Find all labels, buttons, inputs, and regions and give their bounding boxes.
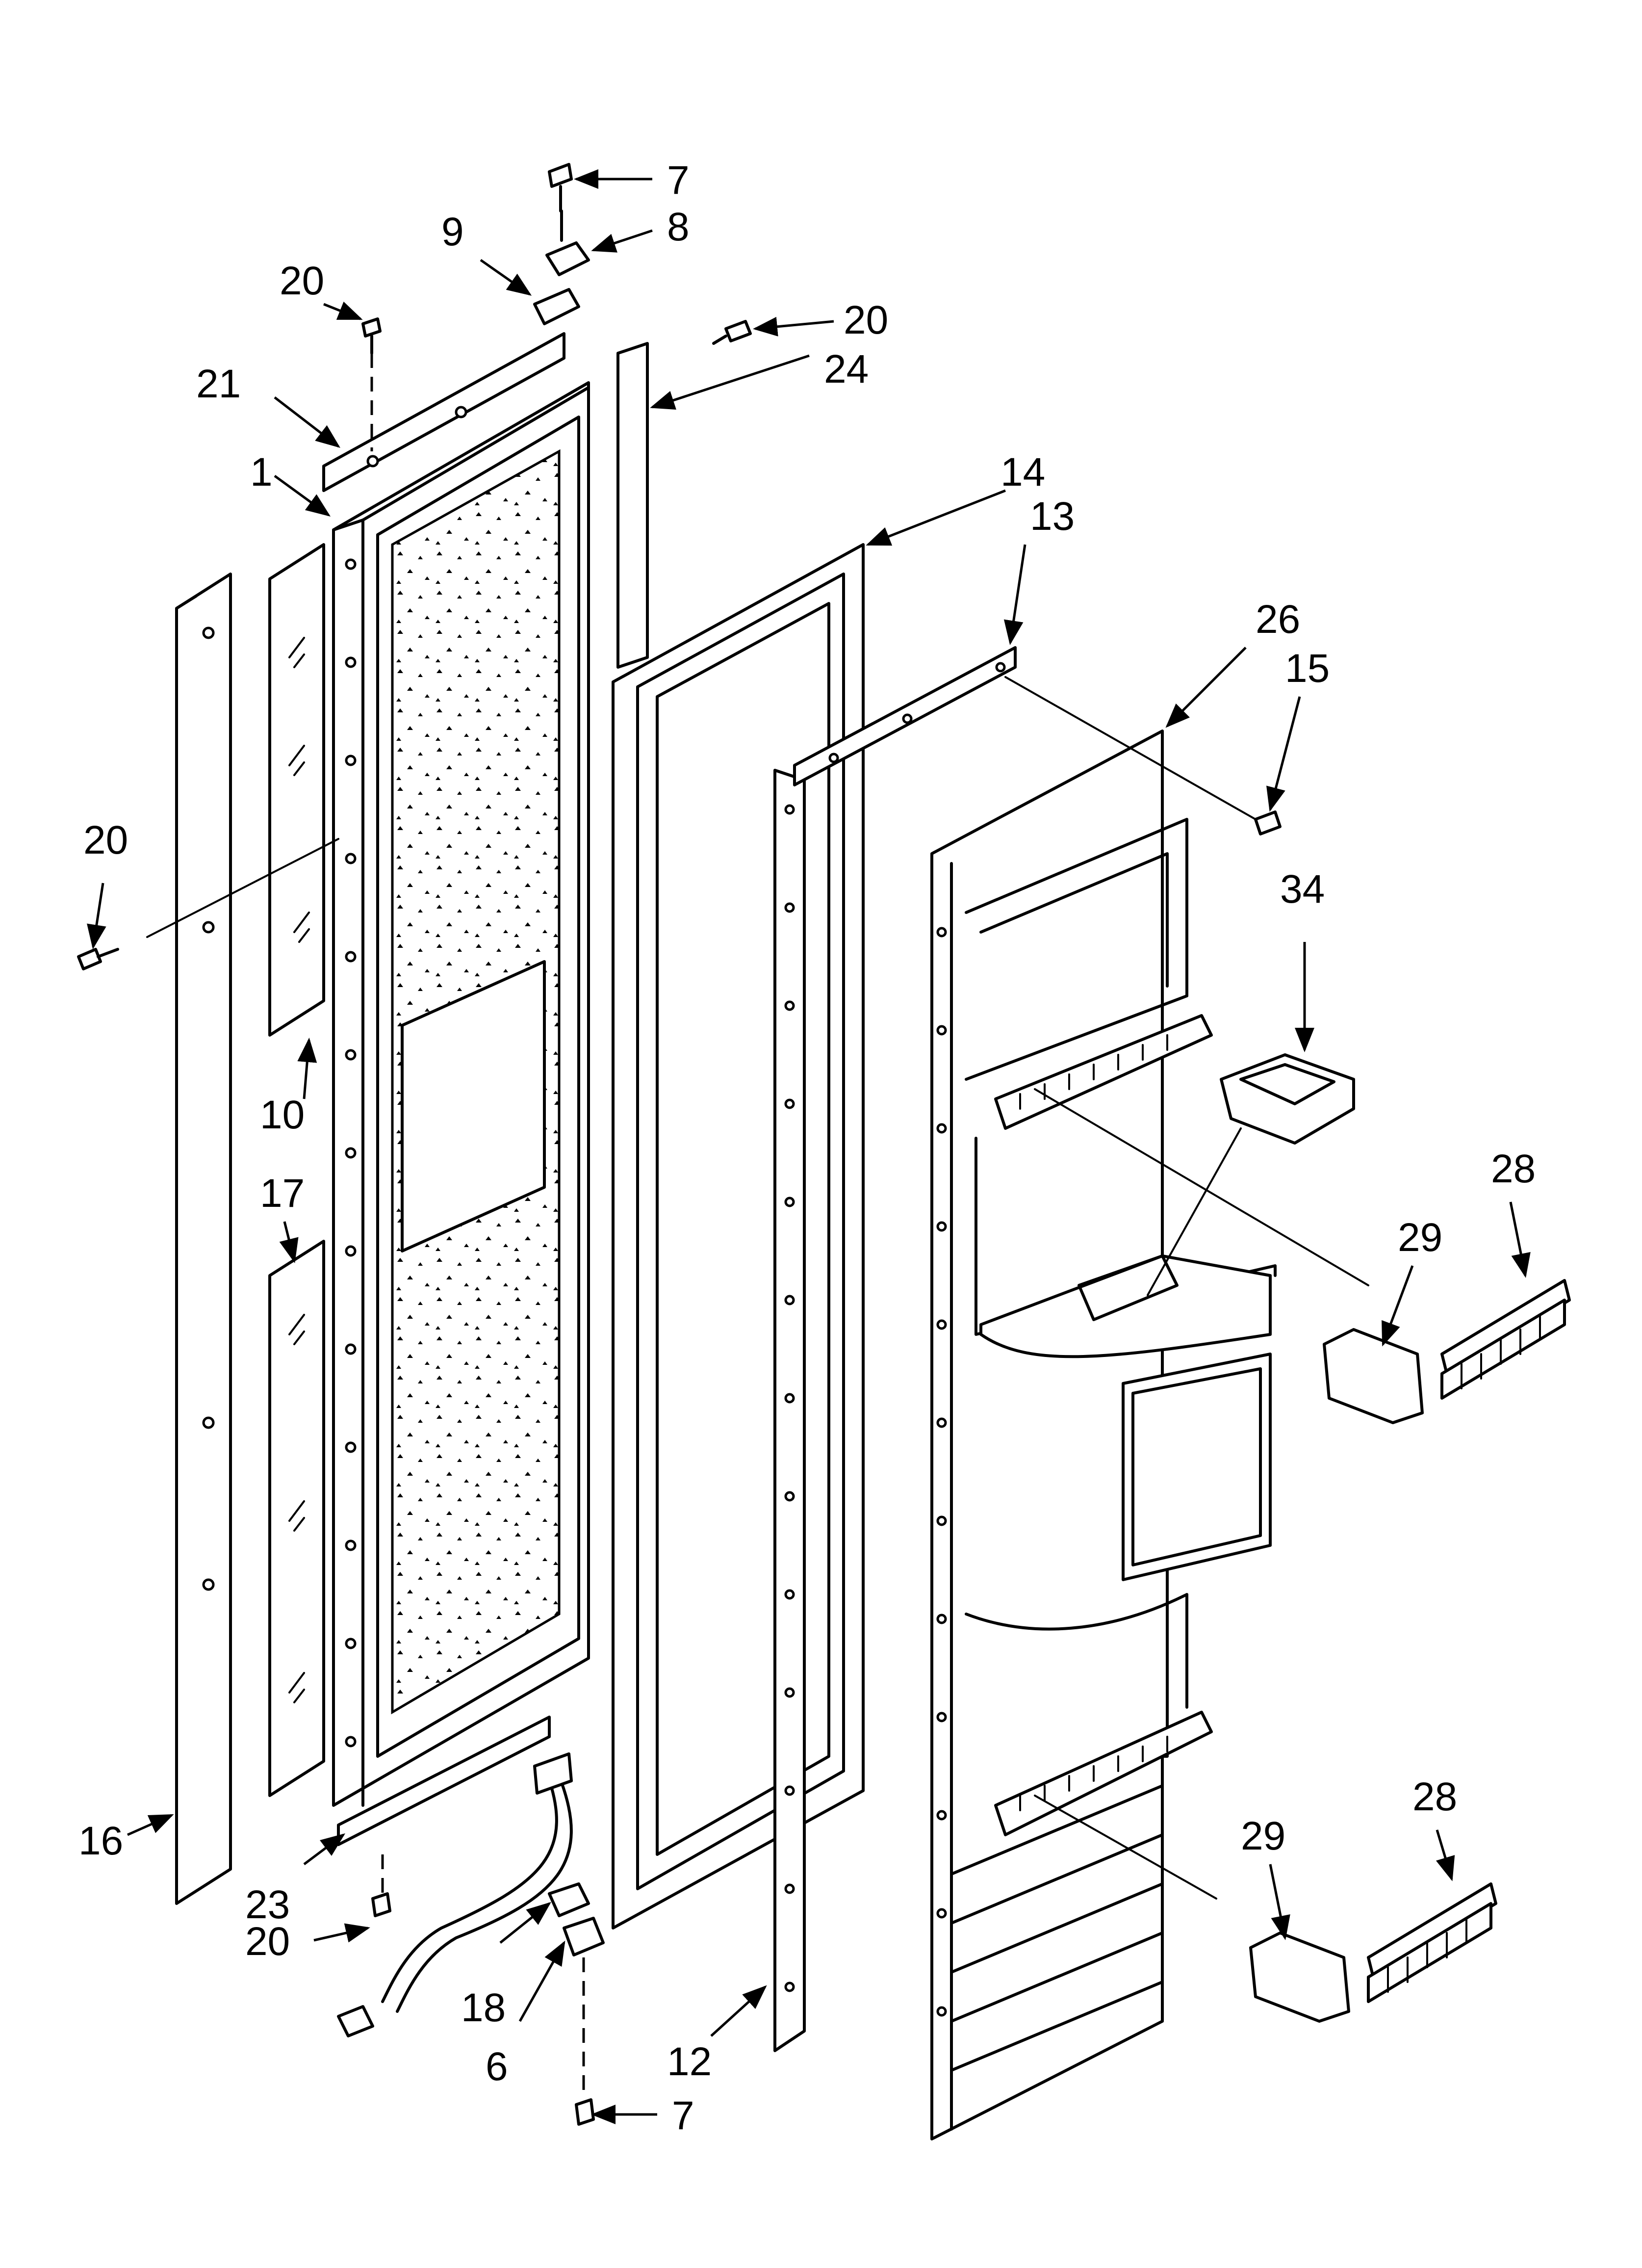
shelf-endcap-part-29-lower	[1249, 1931, 1350, 2023]
callout-13: 13	[1030, 494, 1075, 539]
callout-20-top-right: 20	[844, 298, 888, 342]
screw-part-15	[1004, 676, 1282, 835]
callout-23: 23	[245, 1882, 290, 1927]
callout-8: 8	[667, 205, 690, 249]
trim-strip-part-24	[616, 342, 649, 669]
callout-7-top: 7	[667, 158, 690, 203]
glass-panel-upper-part-10	[268, 543, 325, 1037]
callout-14: 14	[1001, 450, 1045, 495]
callout-10: 10	[260, 1093, 305, 1137]
callout-18: 18	[461, 1985, 506, 2030]
rear-panel-part-16	[175, 573, 232, 1905]
shelf-endcap-part-29-upper	[1323, 1328, 1424, 1424]
hinge-part-6	[563, 1917, 605, 2095]
screw-part-7-top	[548, 163, 573, 212]
callout-29-lower: 29	[1241, 1814, 1285, 1858]
callout-16: 16	[78, 1819, 123, 1863]
callout-labels: 7 8 9 20 20 24 21 1 14 13 26 15 20 34 10…	[78, 158, 1536, 2138]
glass-panel-lower-part-17	[268, 1240, 325, 1797]
callout-29-upper: 29	[1398, 1215, 1442, 1260]
top-strip-part-13	[793, 646, 1017, 786]
hinge-plate-part-9	[533, 288, 580, 325]
callout-20-top-left: 20	[280, 259, 324, 303]
callout-6: 6	[486, 2044, 508, 2089]
callout-26: 26	[1256, 597, 1300, 642]
callout-21: 21	[196, 362, 241, 406]
callout-20-left: 20	[83, 818, 128, 862]
callout-1: 1	[250, 450, 273, 495]
screw-part-20-left	[77, 838, 339, 970]
shelf-rail-part-28-upper	[1440, 1279, 1571, 1400]
callout-24: 24	[824, 347, 869, 391]
callout-34: 34	[1280, 867, 1325, 912]
hinge-plate-part-18	[548, 1882, 590, 1917]
callout-7-bottom: 7	[672, 2093, 694, 2138]
leader-lines	[87, 169, 1531, 2124]
callout-20-bottom: 20	[245, 1919, 290, 1964]
door-outer-panel-part-1	[332, 381, 590, 1807]
callout-28-upper: 28	[1491, 1147, 1536, 1191]
hinge-bracket-part-21	[322, 332, 565, 492]
callout-17: 17	[260, 1171, 305, 1216]
screw-part-7-bottom	[575, 2098, 595, 2126]
callout-9: 9	[441, 209, 464, 254]
callout-12: 12	[667, 2039, 712, 2084]
cable-harness	[337, 1752, 573, 2037]
door-liner-part-26	[930, 730, 1277, 2140]
screw-part-20-top-left	[361, 317, 382, 451]
callout-15: 15	[1285, 646, 1330, 691]
hinge-pin-part-8	[545, 209, 590, 276]
shelf-rail-part-28-lower	[1367, 1882, 1497, 2003]
vertical-strip-part-12	[773, 769, 806, 2052]
ice-bin-part-34	[1220, 1053, 1355, 1145]
screw-part-20-bottom	[371, 1854, 391, 1917]
screw-part-20-top-right	[712, 320, 752, 345]
callout-28-lower: 28	[1412, 1774, 1457, 1819]
